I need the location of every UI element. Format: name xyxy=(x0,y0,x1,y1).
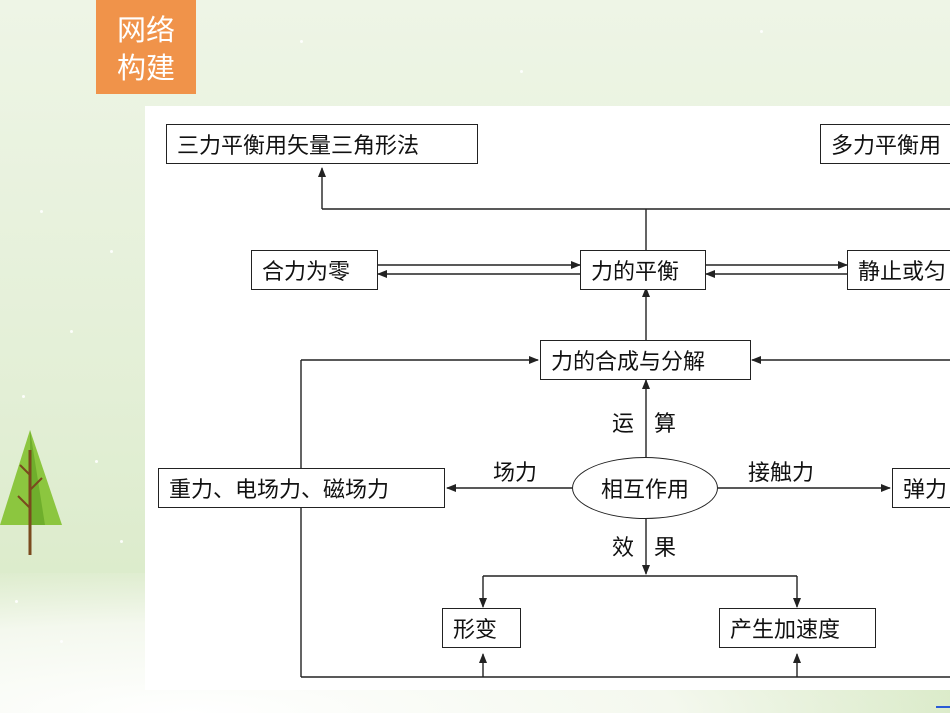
section-badge: 网络 构建 xyxy=(96,0,196,94)
force-equilibrium-box: 力的平衡 xyxy=(580,250,706,290)
field-forces-text: 重力、电场力、磁场力 xyxy=(169,478,390,503)
effect-label-1: 效 xyxy=(612,536,635,561)
multi-force-method-box: 多力平衡用 xyxy=(820,124,950,164)
snowflake xyxy=(95,460,98,463)
force-composition-text: 力的合成与分解 xyxy=(551,350,706,375)
interaction-text: 相互作用 xyxy=(600,478,689,503)
interaction-ellipse: 相互作用 xyxy=(572,457,718,519)
snowflake xyxy=(22,395,25,398)
net-force-zero-box: 合力为零 xyxy=(251,250,378,290)
badge-line-1: 网络 xyxy=(116,13,175,47)
rest-state-text: 静止或匀 xyxy=(858,260,947,285)
effect-label-2: 果 xyxy=(654,536,677,561)
contact-forces-box: 弹力 xyxy=(892,468,950,508)
badge-line-2: 构建 xyxy=(116,51,175,85)
snowflake xyxy=(70,330,73,333)
field-forces-box: 重力、电场力、磁场力 xyxy=(158,468,445,508)
concept-map-panel: 三力平衡用矢量三角形法 多力平衡用 合力为零 力的平衡 静止或匀 力的合成与分解… xyxy=(145,106,950,690)
snowflake xyxy=(520,70,523,73)
pine-tree-icon xyxy=(0,430,62,555)
rest-state-box: 静止或匀 xyxy=(847,250,950,290)
acceleration-box: 产生加速度 xyxy=(719,608,876,648)
three-force-method-box: 三力平衡用矢量三角形法 xyxy=(166,124,478,164)
field-force-label: 场力 xyxy=(493,461,538,486)
snowflake xyxy=(40,210,43,213)
acceleration-text: 产生加速度 xyxy=(730,618,841,643)
deformation-text: 形变 xyxy=(453,618,498,643)
net-force-zero-text: 合力为零 xyxy=(262,260,351,285)
force-composition-box: 力的合成与分解 xyxy=(540,340,751,380)
corner-link-mark xyxy=(936,706,950,708)
force-equilibrium-text: 力的平衡 xyxy=(591,260,680,285)
snowflake xyxy=(120,540,123,543)
contact-forces-text: 弹力 xyxy=(903,478,948,503)
connector-lines xyxy=(300,167,950,678)
three-force-method-text: 三力平衡用矢量三角形法 xyxy=(177,134,420,159)
deformation-box: 形变 xyxy=(442,608,521,648)
multi-force-method-text: 多力平衡用 xyxy=(831,134,942,159)
snowflake xyxy=(60,640,63,643)
contact-force-label: 接触力 xyxy=(748,461,815,486)
operation-label-2: 算 xyxy=(654,412,677,437)
snowflake xyxy=(15,600,18,603)
snowflake xyxy=(110,250,113,253)
snowflake xyxy=(300,40,303,43)
snowflake xyxy=(760,30,763,33)
operation-label-1: 运 xyxy=(612,412,635,437)
